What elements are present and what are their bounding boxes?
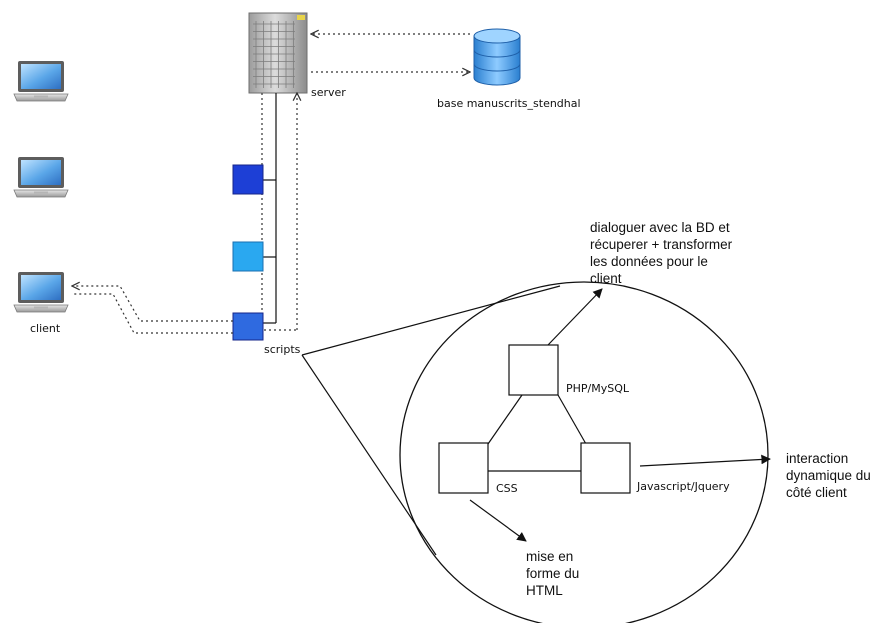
javascript-label: Javascript/Jquery xyxy=(637,480,730,493)
laptop-icon xyxy=(13,60,69,102)
javascript-note: interaction dynamique du côté client xyxy=(786,451,871,500)
database-label: base manuscrits_stendhal xyxy=(437,97,581,110)
javascript-box xyxy=(580,442,631,494)
css-note-arrow xyxy=(469,499,527,542)
javascript-note-arrow xyxy=(639,454,771,467)
css-note: mise en forme du HTML xyxy=(526,549,580,598)
server-tower-icon xyxy=(248,12,308,94)
laptop-icon xyxy=(13,156,69,198)
php-note: dialoguer avec la BD et récuperer + tran… xyxy=(590,220,733,286)
scripts-label: scripts xyxy=(264,343,301,356)
php-note-arrow xyxy=(547,288,603,346)
database-cylinder-icon xyxy=(473,28,521,86)
zoom-line xyxy=(301,285,561,356)
client-label: client xyxy=(30,322,61,335)
css-label: CSS xyxy=(496,482,518,495)
css-box xyxy=(438,442,489,494)
php-mysql-box xyxy=(508,344,559,396)
scripts-to-client-connector-2 xyxy=(72,293,233,334)
laptop-icon xyxy=(13,271,69,313)
server-label: server xyxy=(311,86,346,99)
php-mysql-label: PHP/MySQL xyxy=(566,382,630,395)
script-block xyxy=(232,312,264,341)
script-block xyxy=(232,241,264,272)
script-block xyxy=(232,164,264,195)
scripts-to-client-connector xyxy=(72,286,233,322)
